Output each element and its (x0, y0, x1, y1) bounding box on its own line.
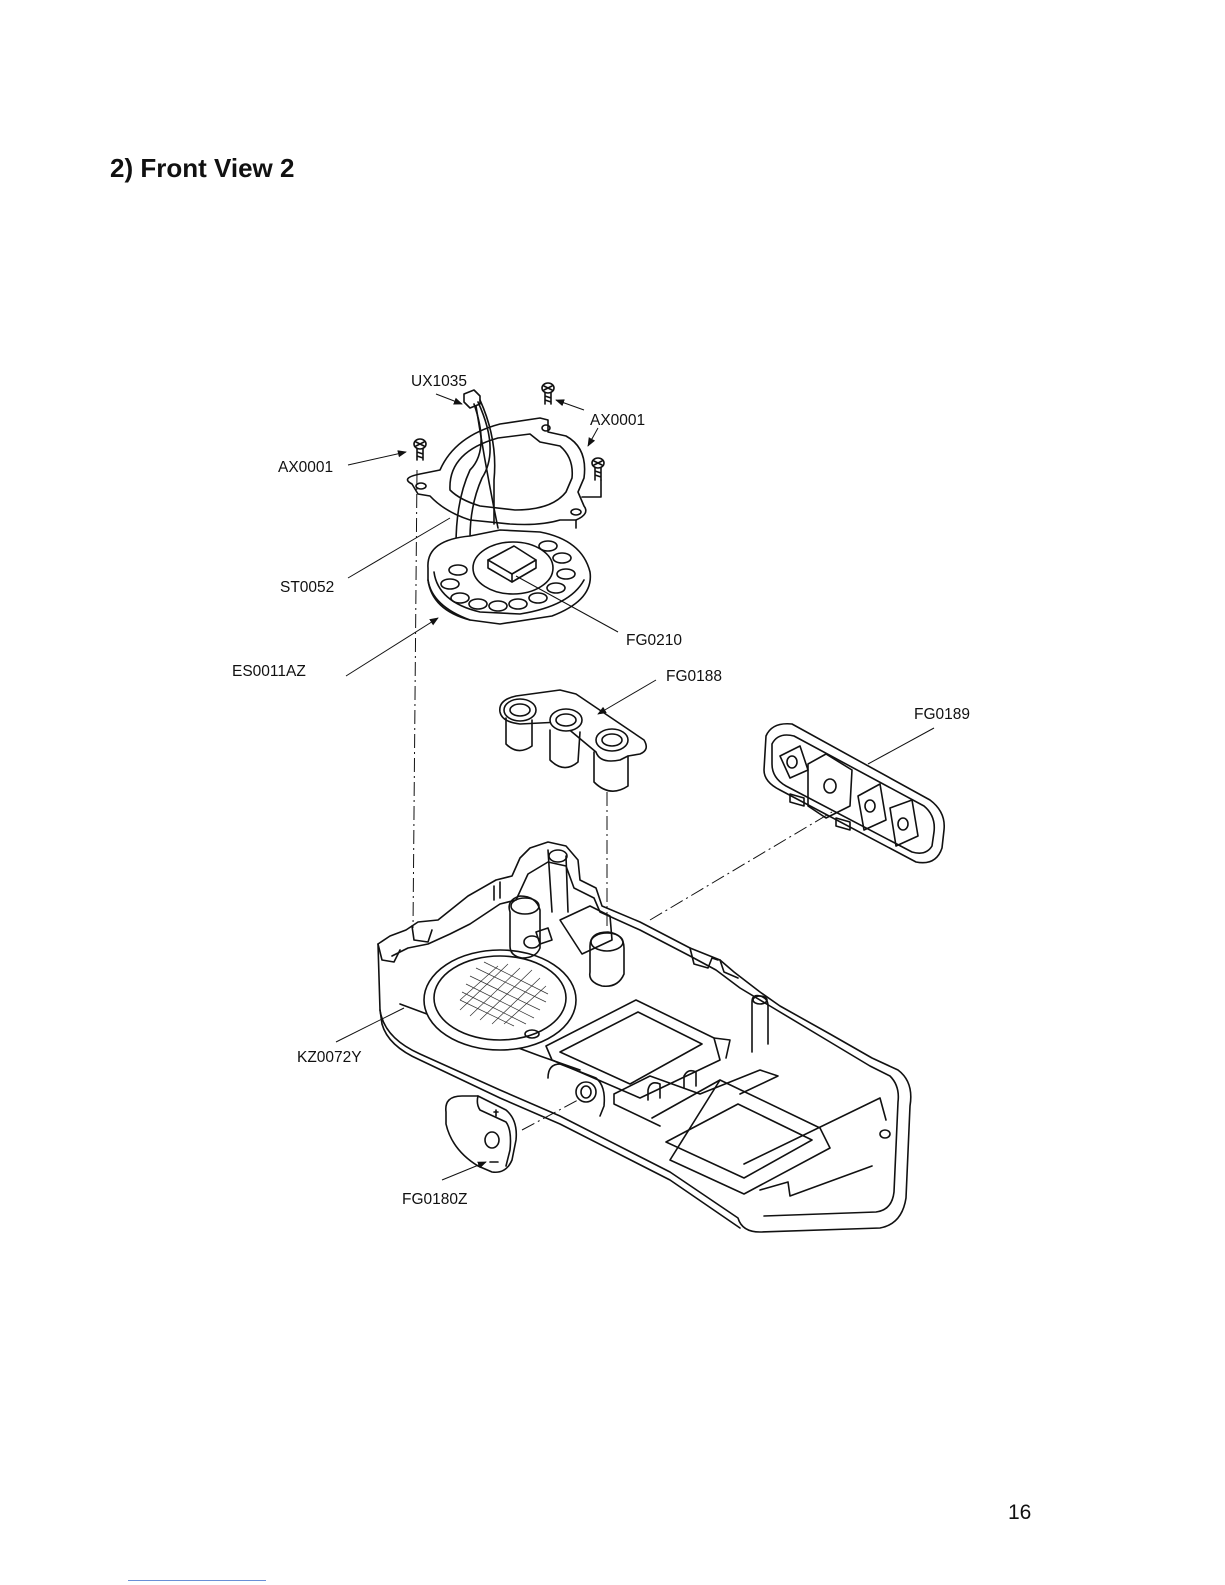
leader-ax0001-right-2 (588, 428, 598, 446)
callout-ax0001-right: AX0001 (590, 412, 645, 429)
callout-fg0189: FG0189 (914, 706, 970, 723)
guide-line-side-panel (650, 812, 832, 920)
jack-cover-fg0180z (446, 1096, 516, 1172)
side-panel-fg0189 (764, 724, 944, 863)
callout-st0052: ST0052 (280, 579, 334, 596)
callout-ax0001-left: AX0001 (278, 459, 333, 476)
button-cap-fg0188 (500, 690, 646, 791)
leader-fg0188 (598, 680, 656, 714)
callout-ux1035: UX1035 (411, 373, 467, 390)
callout-fg0180z: FG0180Z (402, 1191, 467, 1208)
callout-fg0210: FG0210 (626, 632, 682, 649)
page-number: 16 (1008, 1502, 1031, 1523)
callout-kz0072y: KZ0072Y (297, 1049, 362, 1066)
leader-ax0001-right (556, 400, 584, 410)
bottom-rule (128, 1580, 266, 1581)
leader-ax0001-left (348, 452, 406, 465)
screw-right (582, 458, 604, 497)
leader-es0011az (346, 618, 438, 676)
leader-fg0189 (868, 728, 934, 764)
callout-es0011az: ES0011AZ (232, 663, 306, 680)
speaker-holder-bracket (408, 418, 586, 528)
callout-fg0188: FG0188 (666, 668, 722, 685)
screw-left (414, 439, 426, 460)
screw-top (542, 383, 554, 404)
leader-ux1035 (436, 394, 462, 404)
speaker-es0011az (428, 530, 590, 624)
leader-fg0180z (442, 1162, 486, 1180)
